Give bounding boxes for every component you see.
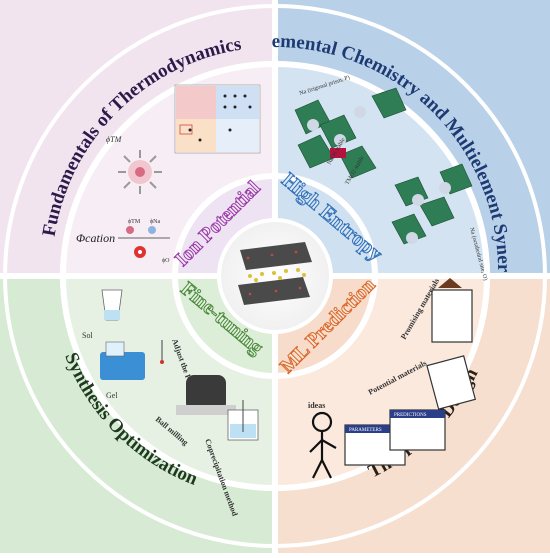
- crystal-structure-o3: Na (octahedral site, O): [391, 163, 489, 281]
- label-predictions: PREDICTIONS: [394, 413, 427, 418]
- cation-potential-formula: Φcation ϕTM ϕNa ϕO: [76, 219, 170, 264]
- phi-tm-label: ϕTM: [106, 135, 123, 144]
- label-gel: Gel: [106, 391, 118, 400]
- label-ideas: ideas: [308, 401, 325, 410]
- sol-gel-apparatus: Sol Gel: [82, 289, 145, 400]
- phi-cation-label: Φcation: [76, 231, 115, 245]
- phase-diagram-plot: [174, 84, 261, 154]
- center-circle: [217, 218, 333, 334]
- layered-structure-image: [238, 242, 312, 305]
- label-parameters: PARAMETERS: [349, 428, 382, 433]
- ion-potential-schematic: ϕTM: [106, 135, 162, 194]
- phi-na-small: ϕNa: [150, 219, 160, 225]
- stick-figure: ideas: [308, 401, 337, 479]
- phi-tm-small: ϕTM: [128, 219, 141, 225]
- label-sol: Sol: [82, 331, 93, 340]
- phi-o-small: ϕO: [162, 258, 170, 264]
